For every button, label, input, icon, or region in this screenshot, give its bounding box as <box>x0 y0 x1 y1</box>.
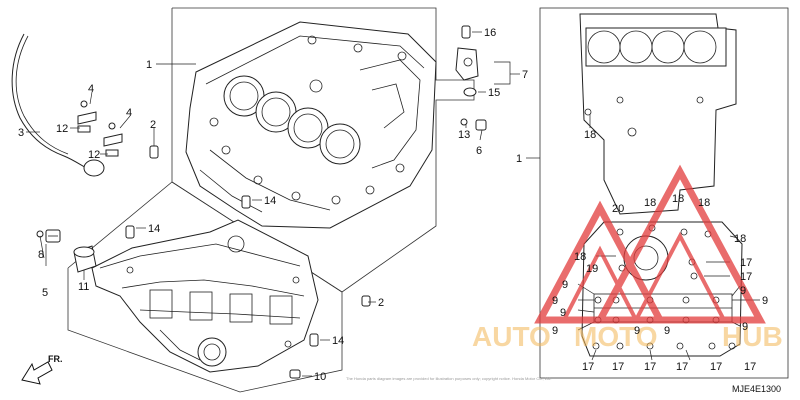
callout-3: 3 <box>18 127 24 139</box>
callout-9-a: 9 <box>562 279 568 291</box>
callout-19: 19 <box>586 263 598 275</box>
dowel-pin-14c[interactable] <box>309 333 319 347</box>
o-ring-15[interactable] <box>463 87 477 97</box>
callout-9-f: 9 <box>552 325 558 337</box>
bolt-12a[interactable] <box>77 125 91 133</box>
callout-1-upper: 1 <box>146 59 152 71</box>
lower-case-frame <box>67 181 343 393</box>
callout-2-upper: 2 <box>150 119 156 131</box>
lower-crankcase[interactable] <box>91 219 319 373</box>
callout-9-d: 9 <box>762 295 768 307</box>
callout-8: 8 <box>38 249 44 261</box>
callout-14-lower: 14 <box>332 335 344 347</box>
watermark-text-hub: HUB <box>722 321 783 352</box>
callout-17-g: 17 <box>710 361 722 373</box>
callout-18-e: 18 <box>574 251 586 263</box>
callout-13: 13 <box>458 129 470 141</box>
oil-pressure-switch[interactable] <box>455 47 479 81</box>
callout-labels: 1 1 2 2 3 4 4 5 6 7 8 10 11 12 12 13 14 … <box>18 27 768 383</box>
callout-9-g: 9 <box>634 325 640 337</box>
callout-18-c: 18 <box>698 197 710 209</box>
callout-12-left: 12 <box>56 123 68 135</box>
breather-hose[interactable] <box>11 33 105 177</box>
watermark-text-moto: MOTO <box>574 321 657 352</box>
hose-clip-lower[interactable] <box>103 122 123 147</box>
dowel-pin-2a[interactable] <box>149 145 159 159</box>
dowel-pin-2b[interactable] <box>361 295 371 307</box>
callout-17-c: 17 <box>582 361 594 373</box>
right-view-frame <box>539 7 789 379</box>
callout-18-side-top: 18 <box>584 129 596 141</box>
watermark: AUTO MOTO HUB <box>472 164 783 352</box>
callout-7: 7 <box>522 69 528 81</box>
callout-9-e: 9 <box>560 307 566 319</box>
watermark-text-auto: AUTO <box>472 321 551 352</box>
callout-17-a: 17 <box>740 257 752 269</box>
dowel-pin-14b[interactable] <box>125 225 135 239</box>
callout-17-h: 17 <box>744 361 756 373</box>
front-direction-arrow: FR. <box>21 354 63 385</box>
callout-12-right: 12 <box>88 149 100 161</box>
callout-9-i: 9 <box>742 321 748 333</box>
leader-lines <box>26 31 760 377</box>
callout-11: 11 <box>78 281 89 293</box>
hose-clip[interactable] <box>77 100 97 125</box>
callout-17-b: 17 <box>740 271 752 283</box>
callout-17-f: 17 <box>676 361 688 373</box>
bolt-16[interactable] <box>461 25 471 39</box>
callout-15: 15 <box>488 87 500 99</box>
callout-9-b: 9 <box>740 285 746 297</box>
bolt-12b[interactable] <box>105 149 119 157</box>
callout-18-d: 18 <box>734 233 746 245</box>
bolt-10[interactable] <box>289 369 301 379</box>
callout-14-left: 14 <box>148 223 160 235</box>
washer-13[interactable] <box>460 118 468 126</box>
callout-4-left: 4 <box>88 83 94 95</box>
callout-17-e: 17 <box>644 361 656 373</box>
callout-6: 6 <box>476 145 482 157</box>
callout-1-side: 1 <box>516 153 522 165</box>
upper-crankcase[interactable] <box>185 21 437 229</box>
callout-17-d: 17 <box>612 361 624 373</box>
diagram-code: MJE4E1300 <box>732 384 781 394</box>
callout-14-upper: 14 <box>264 195 276 207</box>
dowel-pin-14a[interactable] <box>241 195 251 209</box>
callout-2-lower: 2 <box>378 297 384 309</box>
front-direction-label: FR. <box>48 354 63 364</box>
bolt-6[interactable] <box>475 119 487 131</box>
copyright-fine-print: The Honda parts diagram images are provi… <box>346 376 551 381</box>
callout-4-right: 4 <box>126 107 132 119</box>
callout-16: 16 <box>484 27 496 39</box>
oil-filter-boss[interactable] <box>73 245 97 273</box>
callout-18-b: 18 <box>672 193 684 205</box>
callout-5: 5 <box>42 287 48 299</box>
callout-10: 10 <box>314 371 326 383</box>
callout-18-a: 18 <box>644 197 656 209</box>
callout-20: 20 <box>612 203 624 215</box>
callout-9-c: 9 <box>552 295 558 307</box>
callout-9-h: 9 <box>664 325 670 337</box>
